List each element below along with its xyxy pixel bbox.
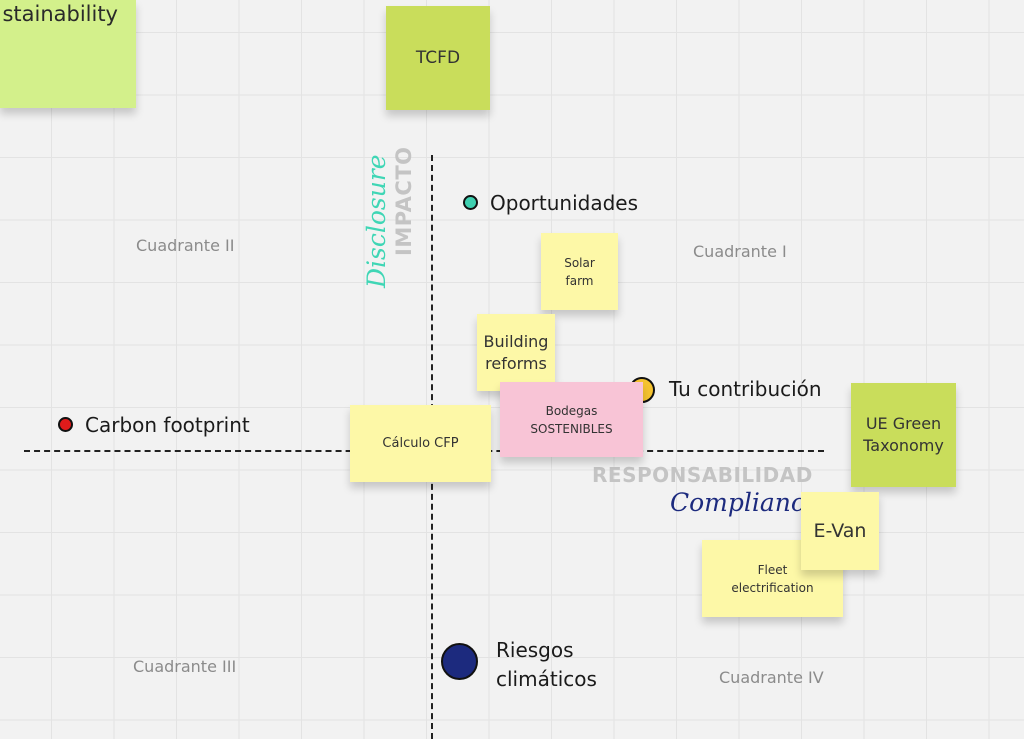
disclosure-axis-label: Disclosure (362, 154, 391, 288)
carbon-footprint-dot[interactable] (58, 417, 73, 432)
responsabilidad-axis-label: RESPONSABILIDAD (592, 463, 813, 487)
impacto-axis-label: IMPACTO (392, 146, 416, 256)
compliance-axis-label: Compliance (670, 488, 820, 517)
carbon-footprint-label[interactable]: Carbon footprint (85, 413, 250, 437)
sticky-note-calculo-cfp[interactable]: Cálculo CFP (350, 405, 491, 482)
sticky-note-ue-green-taxonomy[interactable]: UE Green Taxonomy (851, 383, 956, 487)
sticky-note-tcfd[interactable]: TCFD (386, 6, 490, 110)
sticky-note-building-reforms[interactable]: Building reforms (477, 314, 555, 391)
riesgos-climaticos-label[interactable]: Riesgos climáticos (496, 638, 597, 691)
sticky-note-fleet-electrification[interactable]: Fleet electrification (702, 540, 843, 617)
oportunidades-label[interactable]: Oportunidades (490, 191, 639, 215)
sticky-note-e-van[interactable]: E-Van (801, 492, 879, 570)
sticky-note-bodegas-sostenibles[interactable]: Bodegas SOSTENIBLES (500, 382, 643, 457)
quadrant-3-label: Cuadrante III (133, 657, 237, 676)
riesgos-climaticos-dot[interactable] (441, 643, 478, 680)
oportunidades-dot[interactable] (463, 195, 478, 210)
quadrant-1-label: Cuadrante I (693, 242, 787, 261)
sticky-note-sustainability[interactable]: stainability (0, 0, 136, 108)
quadrant-2-label: Cuadrante II (136, 236, 235, 255)
quadrant-4-label: Cuadrante IV (719, 668, 824, 687)
sticky-note-solar-farm[interactable]: Solar farm (541, 233, 618, 310)
tu-contribucion-label[interactable]: Tu contribución (669, 377, 822, 401)
